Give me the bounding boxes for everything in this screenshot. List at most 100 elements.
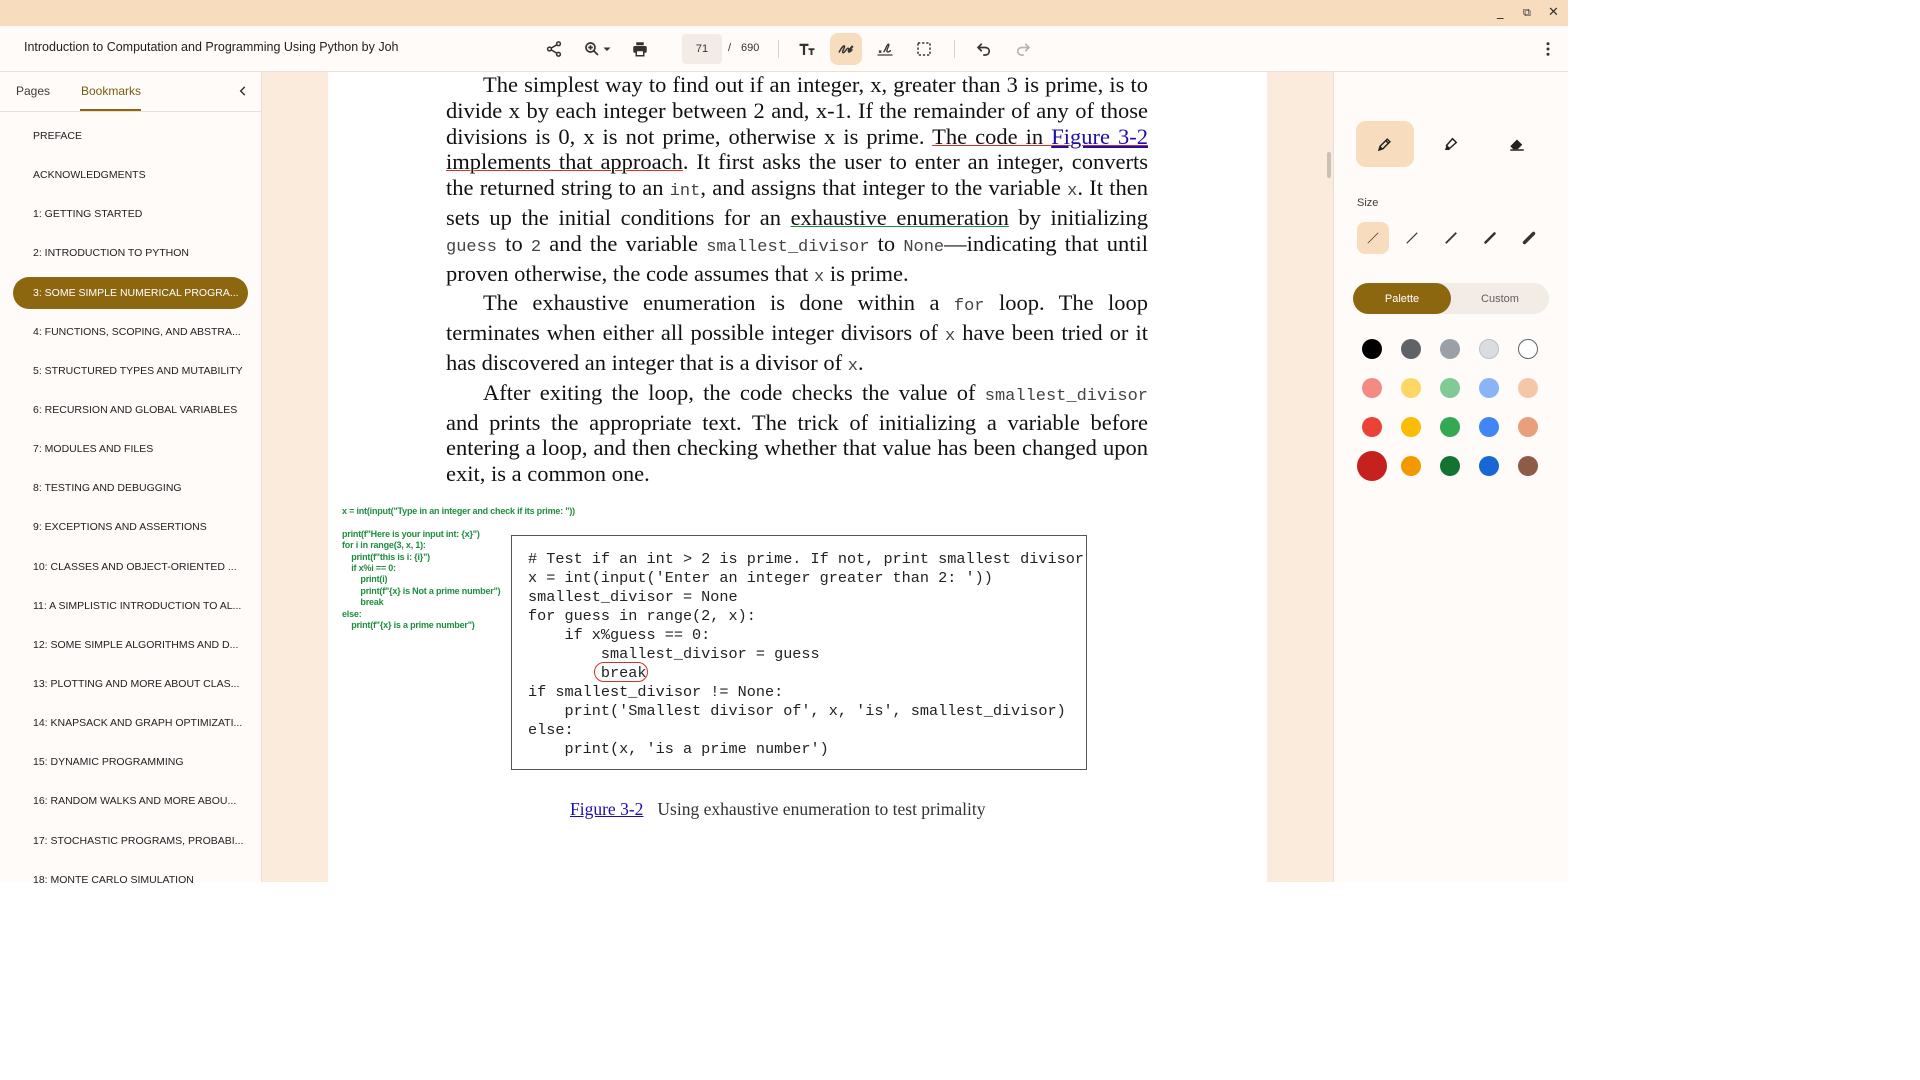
color-swatch[interactable] bbox=[1440, 339, 1460, 359]
figure-link[interactable]: Figure 3-2 bbox=[1051, 123, 1148, 149]
inline-code: int bbox=[669, 182, 701, 202]
close-button[interactable]: ✕ bbox=[1548, 5, 1559, 20]
stroke-size-icon bbox=[1484, 232, 1496, 244]
size-option-3[interactable] bbox=[1435, 222, 1467, 254]
eraser-tool-button[interactable] bbox=[1488, 121, 1546, 167]
color-swatch[interactable] bbox=[1362, 378, 1382, 398]
eraser-icon bbox=[1510, 139, 1524, 151]
color-swatch[interactable] bbox=[1518, 378, 1538, 398]
undo-button[interactable] bbox=[968, 33, 1000, 65]
color-swatch[interactable] bbox=[1401, 378, 1421, 398]
bookmark-item[interactable]: 11: A SIMPLISTIC INTRODUCTION TO AL... bbox=[33, 599, 242, 612]
more-icon bbox=[1546, 42, 1550, 56]
collapse-sidebar-icon[interactable] bbox=[236, 84, 250, 98]
inline-code: x bbox=[847, 356, 858, 376]
size-option-2[interactable] bbox=[1396, 222, 1428, 254]
highlighter-tool-button[interactable] bbox=[1422, 121, 1480, 167]
bookmark-item[interactable]: ACKNOWLEDGMENTS bbox=[33, 169, 146, 182]
draw-button[interactable] bbox=[830, 33, 862, 65]
color-swatch[interactable] bbox=[1440, 456, 1460, 476]
title-bar: _ ⧉ ✕ bbox=[0, 0, 1568, 26]
bookmark-item[interactable]: 18: MONTE CARLO SIMULATION bbox=[33, 873, 194, 886]
text-run: —indicating that until proven otherwise,… bbox=[446, 230, 1148, 286]
color-swatch[interactable] bbox=[1357, 451, 1387, 481]
color-swatch[interactable] bbox=[1362, 417, 1382, 437]
page-separator: / bbox=[728, 42, 732, 54]
bookmark-item[interactable]: 16: RANDOM WALKS AND MORE ABOU... bbox=[33, 795, 237, 808]
color-swatch[interactable] bbox=[1479, 456, 1499, 476]
bookmark-item[interactable]: 8: TESTING AND DEBUGGING bbox=[33, 482, 182, 495]
text-run: . It first asks the user to enter an int… bbox=[446, 149, 1148, 201]
bookmark-item[interactable]: 4: FUNCTIONS, SCOPING, AND ABSTRA... bbox=[33, 325, 241, 338]
bookmark-item[interactable]: 10: CLASSES AND OBJECT-ORIENTED ... bbox=[33, 560, 237, 573]
text-run: to bbox=[497, 230, 531, 256]
bookmark-item[interactable]: 6: RECURSION AND GLOBAL VARIABLES bbox=[33, 403, 238, 416]
color-swatch[interactable] bbox=[1479, 417, 1499, 437]
share-button[interactable] bbox=[538, 33, 570, 65]
color-swatch[interactable] bbox=[1362, 339, 1382, 359]
print-button[interactable] bbox=[624, 33, 656, 65]
bookmark-item[interactable]: 14: KNAPSACK AND GRAPH OPTIMIZATI... bbox=[33, 717, 243, 730]
color-swatch[interactable] bbox=[1518, 339, 1538, 359]
size-option-1[interactable] bbox=[1357, 222, 1389, 254]
tab-bookmarks[interactable]: Bookmarks bbox=[81, 84, 142, 98]
text-run: and prints the appropriate text. The tri… bbox=[446, 409, 1148, 487]
more-options-button[interactable] bbox=[1532, 33, 1564, 65]
color-swatch[interactable] bbox=[1479, 339, 1499, 359]
scrollbar-thumb[interactable] bbox=[1327, 152, 1331, 178]
signature-button[interactable] bbox=[869, 33, 901, 65]
bookmark-item[interactable]: 13: PLOTTING AND MORE ABOUT CLAS... bbox=[33, 677, 240, 690]
zoom-button[interactable] bbox=[576, 33, 620, 65]
bookmark-item[interactable]: PREFACE bbox=[33, 130, 83, 142]
stroke-size-icon bbox=[1522, 231, 1536, 245]
text-icon bbox=[799, 43, 815, 55]
text-run: After exiting the loop, the code checks … bbox=[483, 379, 985, 405]
color-swatch[interactable] bbox=[1440, 417, 1460, 437]
select-area-button[interactable] bbox=[908, 33, 940, 65]
bookmark-item[interactable]: 7: MODULES AND FILES bbox=[33, 443, 154, 456]
tab-pages[interactable]: Pages bbox=[16, 84, 51, 98]
redo-button[interactable] bbox=[1007, 33, 1039, 65]
pen-tool-button[interactable] bbox=[1356, 121, 1414, 167]
bookmark-item[interactable]: 15: DYNAMIC PROGRAMMING bbox=[33, 756, 184, 769]
size-option-4[interactable] bbox=[1474, 222, 1506, 254]
text-button[interactable] bbox=[791, 33, 823, 65]
text-run: by initializing bbox=[1008, 204, 1148, 230]
bookmark-item[interactable]: 9: EXCEPTIONS AND ASSERTIONS bbox=[33, 521, 207, 534]
page-number-input[interactable]: 71 bbox=[682, 34, 722, 64]
color-swatch[interactable] bbox=[1401, 417, 1421, 437]
zoom-icon bbox=[585, 42, 599, 56]
text-run: and the variable bbox=[541, 230, 707, 256]
restore-button[interactable]: ⧉ bbox=[1523, 6, 1531, 19]
size-option-5[interactable] bbox=[1513, 222, 1545, 254]
inline-code: x bbox=[944, 327, 956, 347]
inline-code: smallest_divisor bbox=[984, 386, 1148, 406]
page-text: The simplest way to find out if an integ… bbox=[446, 72, 1148, 487]
palette-tab[interactable]: Palette bbox=[1353, 283, 1451, 314]
caption-figure-link[interactable]: Figure 3-2 bbox=[570, 799, 644, 819]
annotation-tools-panel: Size Palette Custom bbox=[1333, 72, 1568, 882]
palette-mode-toggle: Palette Custom bbox=[1353, 283, 1549, 314]
bookmark-item[interactable]: 3: SOME SIMPLE NUMERICAL PROGRA... bbox=[13, 276, 248, 309]
color-swatch[interactable] bbox=[1401, 339, 1421, 359]
text-run: to bbox=[869, 230, 904, 256]
pen-icon bbox=[1377, 138, 1391, 152]
bookmark-item[interactable]: 12: SOME SIMPLE ALGORITHMS AND D... bbox=[33, 638, 239, 651]
color-swatch[interactable] bbox=[1440, 378, 1460, 398]
green-underline-annotation: exhaustive enumeration bbox=[790, 204, 1009, 230]
document-viewer[interactable]: The simplest way to find out if an integ… bbox=[262, 72, 1333, 882]
color-swatch[interactable] bbox=[1401, 456, 1421, 476]
bookmark-item[interactable]: 2: INTRODUCTION TO PYTHON bbox=[33, 247, 189, 260]
custom-tab[interactable]: Custom bbox=[1481, 292, 1519, 305]
red-circle-annotation bbox=[594, 662, 648, 682]
paragraph-2: The exhaustive enumeration is done withi… bbox=[446, 290, 1148, 379]
highlighter-icon bbox=[1445, 137, 1458, 150]
color-swatch[interactable] bbox=[1479, 378, 1499, 398]
minimize-button[interactable]: _ bbox=[1497, 5, 1504, 20]
red-underline-annotation: The code in Figure 3-2 implements that a… bbox=[446, 124, 1148, 175]
color-swatch[interactable] bbox=[1518, 417, 1538, 437]
color-swatch[interactable] bbox=[1518, 456, 1538, 476]
bookmark-item[interactable]: 5: STRUCTURED TYPES AND MUTABILITY bbox=[33, 364, 243, 377]
bookmark-item[interactable]: 1: GETTING STARTED bbox=[33, 208, 143, 221]
bookmark-item[interactable]: 17: STOCHASTIC PROGRAMS, PROBABI... bbox=[33, 834, 244, 847]
